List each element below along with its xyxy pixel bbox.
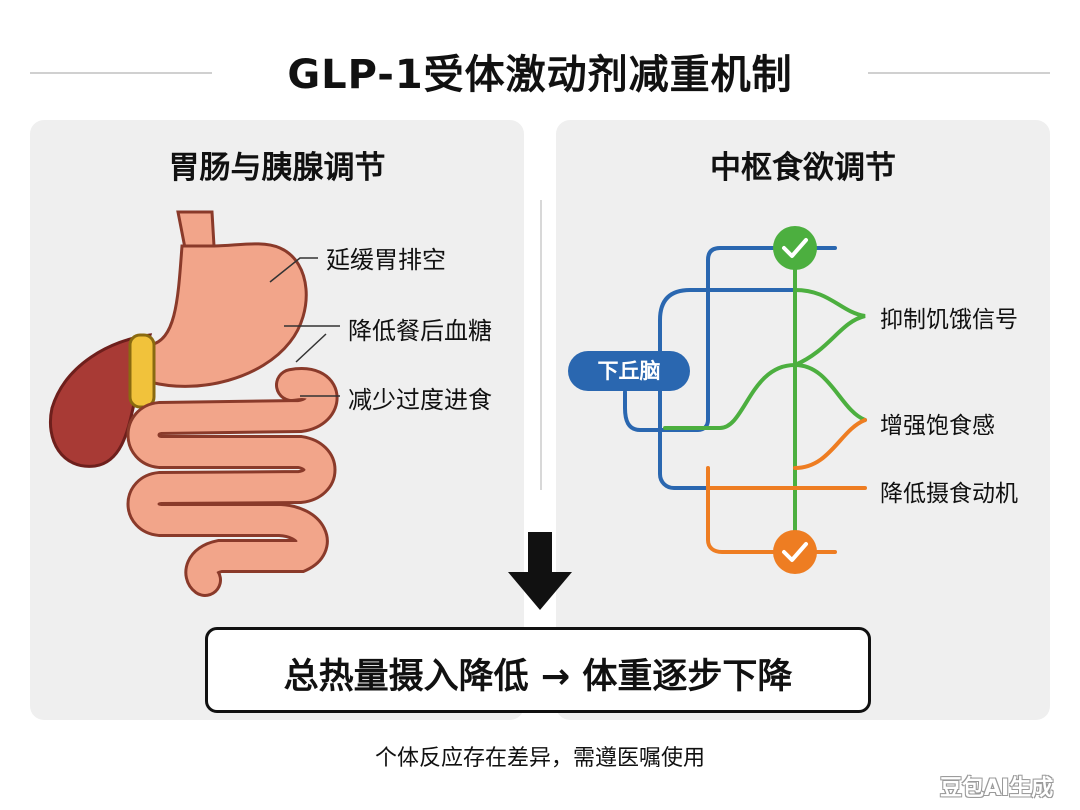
- usage-note: 个体反应存在差异，需遵医嘱使用: [374, 746, 705, 771]
- orange-pathway: [706, 466, 837, 554]
- blue-pathway-2: [658, 288, 797, 490]
- gut-label-gastric-emptying: 延缓胃排空: [326, 246, 446, 274]
- orange-pathway-3: [793, 418, 867, 470]
- esophagus-illustration: [176, 210, 216, 250]
- hypothalamus-badge: 下丘脑: [568, 351, 690, 391]
- pancreas-illustration: [128, 333, 156, 409]
- central-appetite-panel-title: 中枢食欲调节: [710, 150, 896, 186]
- gut-label-reduce-overeating: 减少过度进食: [348, 386, 492, 414]
- title-divider-left: [30, 72, 212, 74]
- check-icon-top: [773, 226, 817, 270]
- result-box: 总热量摄入降低 → 体重逐步下降: [205, 627, 871, 713]
- green-pathway-2: [793, 288, 866, 367]
- watermark: 豆包AI生成: [940, 776, 1054, 801]
- gut-label-postprandial-glucose: 降低餐后血糖: [348, 317, 492, 345]
- title-row: GLP-1受体激动剂减重机制: [0, 38, 1080, 108]
- cns-label-enhance-satiety: 增强饱食感: [880, 413, 995, 439]
- page-title: GLP-1受体激动剂减重机制: [287, 52, 793, 98]
- blue-pathway: [623, 246, 837, 432]
- panel-divider: [540, 200, 542, 490]
- leader-line-gastric: [269, 257, 318, 283]
- central-pathways: [623, 246, 867, 562]
- intestine-illustration: [126, 367, 339, 597]
- green-pathway-3: [663, 362, 867, 430]
- stomach-illustration: [148, 242, 308, 388]
- check-icon-bottom: [773, 530, 817, 574]
- down-arrow-icon: [508, 532, 572, 610]
- result-text: 总热量摄入降低 → 体重逐步下降: [283, 657, 793, 697]
- leader-line-glucose-2: [295, 333, 327, 363]
- title-divider-right: [868, 72, 1050, 74]
- cns-label-suppress-hunger: 抑制饥饿信号: [880, 307, 1018, 333]
- central-appetite-panel: 中枢食欲调节: [556, 120, 1050, 720]
- cns-label-reduce-motivation: 降低摄食动机: [880, 481, 1018, 507]
- gut-pancreas-panel-title: 胃肠与胰腺调节: [168, 150, 386, 186]
